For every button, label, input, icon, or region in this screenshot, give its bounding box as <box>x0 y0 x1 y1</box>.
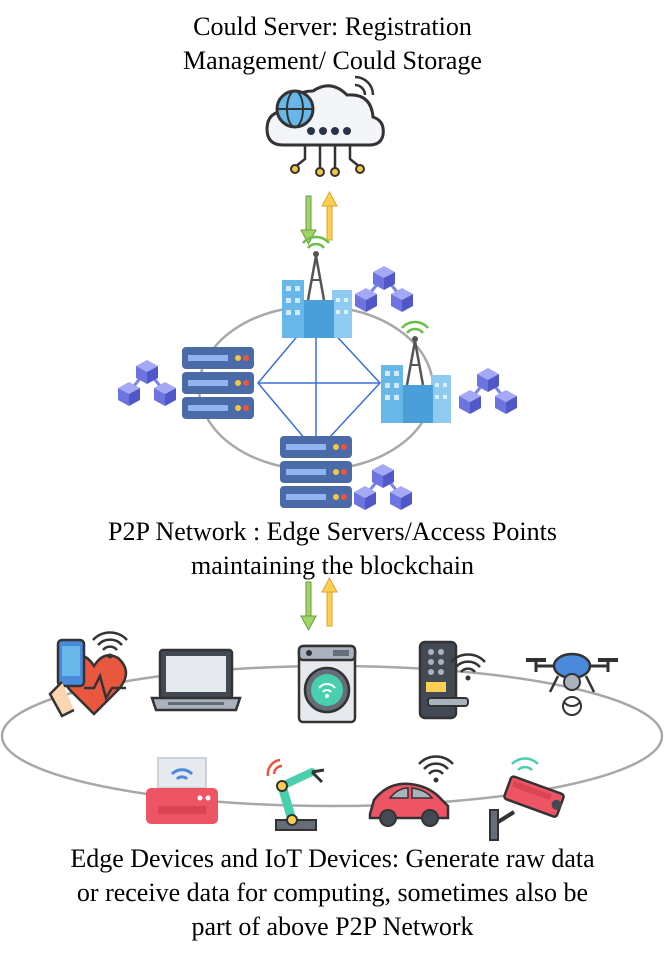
wifi-printer-icon <box>146 757 218 824</box>
server-rack-icon <box>280 436 352 508</box>
edge-caption-line-3: part of above P2P Network <box>191 912 474 941</box>
smartphone-health-icon <box>48 631 129 718</box>
access-point-tower-icon <box>379 320 453 425</box>
blockchain-cubes-icon <box>459 368 517 414</box>
cloud-caption-line-1: Could Server: Registration <box>193 12 472 41</box>
p2p-network-caption: P2P Network : Edge Servers/Access Points… <box>0 515 665 583</box>
washing-machine-icon <box>297 644 357 724</box>
blockchain-cubes-icon <box>355 266 413 312</box>
edge-devices-caption: Edge Devices and IoT Devices: Generate r… <box>0 842 665 944</box>
robot-arm-icon <box>266 758 325 831</box>
p2p-caption-line-1: P2P Network : Edge Servers/Access Points <box>108 517 557 546</box>
cloud-to-p2p-arrow-pair <box>300 190 338 246</box>
cloud-network-icon <box>265 75 385 177</box>
edge-caption-line-1: Edge Devices and IoT Devices: Generate r… <box>70 844 595 873</box>
up-arrow-icon <box>321 190 338 241</box>
up-arrow-icon <box>321 576 338 627</box>
cloud-caption-line-2: Management/ Could Storage <box>183 46 482 75</box>
down-arrow-icon <box>300 581 317 632</box>
security-camera-icon <box>489 757 565 841</box>
blockchain-cubes-icon <box>118 360 176 406</box>
laptop-icon <box>150 648 242 712</box>
p2p-caption-line-2: maintaining the blockchain <box>190 551 475 580</box>
smart-door-lock-icon <box>418 640 487 720</box>
p2p-to-edge-arrow-pair <box>300 576 338 632</box>
cloud-server-caption: Could Server: Registration Management/ C… <box>0 10 665 78</box>
blockchain-cubes-icon <box>354 464 412 510</box>
server-rack-icon <box>182 347 254 419</box>
edge-caption-line-2: or receive data for computing, sometimes… <box>76 878 589 907</box>
connected-car-icon <box>368 755 455 827</box>
access-point-tower-icon <box>280 235 354 340</box>
drone-icon <box>526 652 618 716</box>
